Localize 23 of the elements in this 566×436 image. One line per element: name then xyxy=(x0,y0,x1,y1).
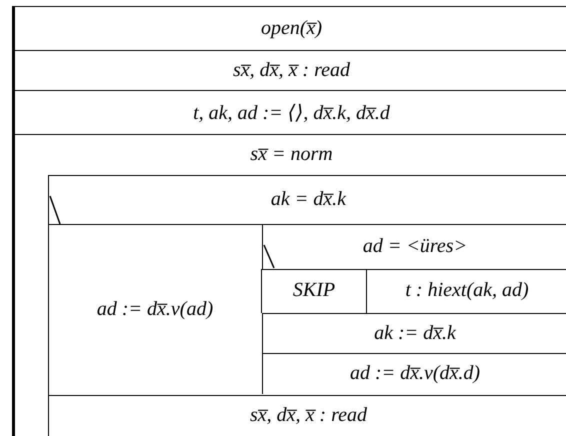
statement-text: ad := dx̅.v(dx̅.d) xyxy=(350,362,480,386)
statement-block xyxy=(366,268,566,312)
statement-text: ak := dx̅.k xyxy=(374,322,456,345)
statement-block xyxy=(12,90,566,134)
statement-block xyxy=(262,353,566,394)
statement-block xyxy=(48,394,566,436)
statement-text: sx̅, dx̅, x̅ : read xyxy=(250,404,367,427)
condition-text: ad = <üres> xyxy=(362,235,468,258)
statement-block xyxy=(262,313,566,353)
statement-text: open(x̅) xyxy=(260,16,322,40)
statement-block xyxy=(12,50,566,90)
loop-block xyxy=(12,134,566,436)
statement-block xyxy=(261,268,366,312)
statement-text: ad := dx̅.v(ad) xyxy=(96,298,214,321)
statement-text: t, ak, ad := ⟨⟩, dx̅.k, dx̅.d xyxy=(193,100,390,125)
condition-text: ak = dx̅.k xyxy=(270,188,346,212)
condition-block xyxy=(262,224,566,313)
statement-text: sx̅, dx̅, x̅ : read xyxy=(233,58,350,82)
statement-text: t : hiext(ak, ad) xyxy=(405,279,529,302)
statement-block xyxy=(12,6,566,50)
condition-block xyxy=(48,174,566,394)
statement-text: SKIP xyxy=(292,279,336,302)
loop-condition-text: sx̅ = norm xyxy=(250,143,333,166)
